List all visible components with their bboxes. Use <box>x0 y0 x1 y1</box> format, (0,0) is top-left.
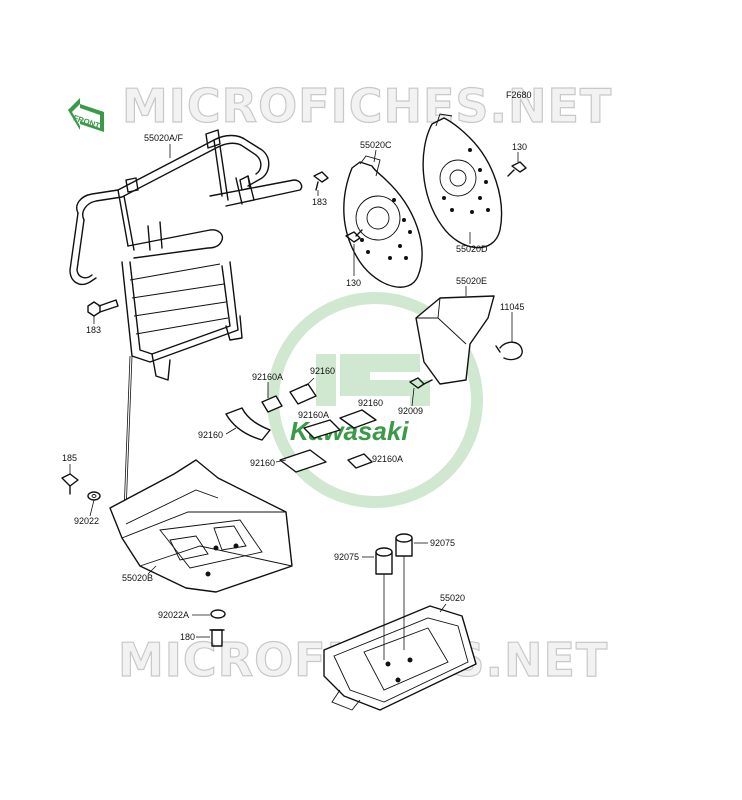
label-92160-4: 92160 <box>250 458 275 468</box>
label-92160-2: 92160 <box>358 398 383 408</box>
label-55020AF: 55020A/F <box>144 133 184 143</box>
bolt-130-lower-icon <box>345 229 363 243</box>
bolt-185-icon <box>61 473 79 495</box>
pads-group <box>225 383 377 473</box>
label-92075-b: 92075 <box>430 538 455 548</box>
label-55020E: 55020E <box>456 276 487 286</box>
label-183-left: 183 <box>86 325 101 335</box>
bolt-183-upper-icon <box>313 171 329 191</box>
label-92075-a: 92075 <box>334 552 359 562</box>
bolt-180-icon <box>209 629 225 647</box>
label-92160A-3: 92160A <box>372 454 403 464</box>
part-labels: 55020A/F 55020C 55020D 130 130 183 183 5… <box>62 133 527 642</box>
front-guard-part <box>69 129 303 513</box>
label-55020D: 55020D <box>456 244 488 254</box>
watermark-top: MICROFICHES.NET <box>122 79 612 133</box>
label-92160-3: 92160 <box>198 430 223 440</box>
washer-92022-icon <box>87 491 101 501</box>
label-92022: 92022 <box>74 516 99 526</box>
bolt-icon <box>87 299 119 317</box>
disc-cover-55020d-part <box>422 113 503 249</box>
bolt-130-upper-icon <box>507 161 527 177</box>
label-92009: 92009 <box>398 406 423 416</box>
label-92160A-1: 92160A <box>252 372 283 382</box>
skid-plate-55020b-part <box>109 459 293 593</box>
label-130-lower: 130 <box>346 278 361 288</box>
plate-55020-part <box>323 556 477 711</box>
label-183-upper: 183 <box>312 197 327 207</box>
label-92160A-2: 92160A <box>298 410 329 420</box>
label-92160-1: 92160 <box>310 366 335 376</box>
collar-92075-b-icon <box>395 533 413 557</box>
disc-cover-55020c-part <box>343 155 423 288</box>
front-arrow-icon: FRONT <box>68 98 104 132</box>
figure-ref: F2680 <box>506 90 532 100</box>
label-92022A: 92022A <box>158 610 189 620</box>
clamp-11045-part <box>495 341 523 361</box>
screw-92009-icon <box>409 377 433 389</box>
label-130-upper: 130 <box>512 142 527 152</box>
label-180: 180 <box>180 632 195 642</box>
washer-92022a-icon <box>210 609 226 619</box>
label-185: 185 <box>62 453 77 463</box>
guard-55020e-part <box>415 295 495 385</box>
label-11045: 11045 <box>500 302 524 312</box>
collar-92075-a-icon <box>375 547 393 575</box>
label-55020B: 55020B <box>122 573 153 583</box>
label-55020: 55020 <box>440 593 465 603</box>
label-55020C: 55020C <box>360 140 392 150</box>
